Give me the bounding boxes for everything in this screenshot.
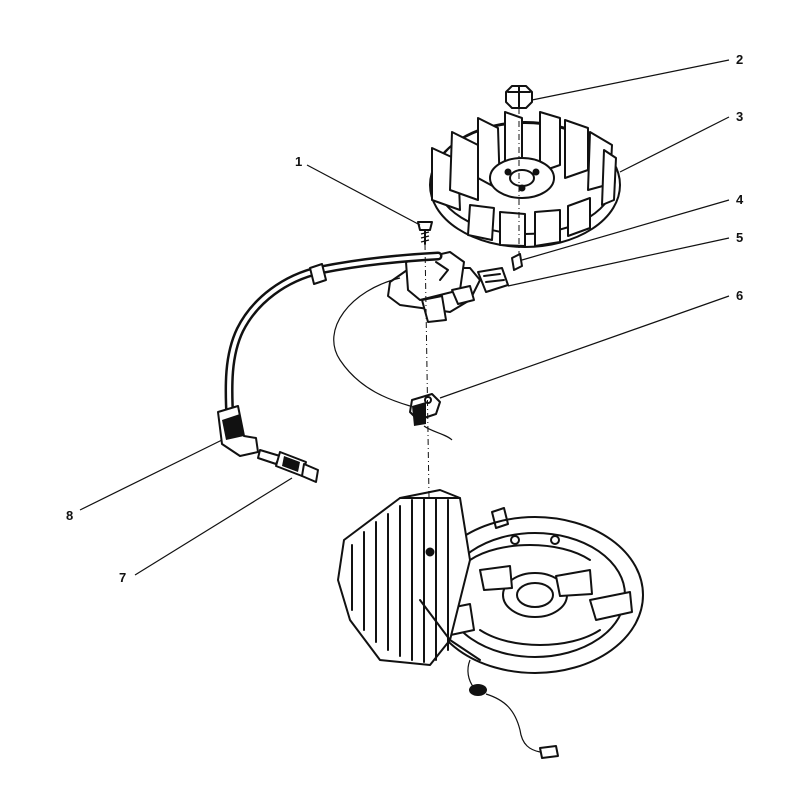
spark-plug-boot (217, 405, 259, 457)
callout-8: 8 (66, 508, 73, 523)
screw (417, 221, 433, 245)
leader-2 (531, 59, 730, 101)
callout-5: 5 (736, 230, 743, 245)
spark-plug-lead (224, 251, 443, 425)
leader-5 (507, 237, 730, 287)
callout-7: 7 (119, 570, 126, 585)
callout-3: 3 (736, 109, 743, 124)
leader-8 (79, 439, 223, 511)
callout-4: 4 (736, 192, 744, 207)
flywheel-nut (505, 85, 533, 109)
spark-plug (257, 449, 319, 483)
callout-6: 6 (736, 288, 743, 303)
leader-7 (134, 477, 293, 576)
leader-lines (79, 59, 730, 576)
ground-wire (333, 277, 453, 441)
flywheel (429, 111, 621, 248)
wire-clip (409, 393, 441, 426)
flywheel-key (511, 253, 523, 271)
leader-3 (619, 116, 730, 173)
callout-labels: 2 3 1 4 5 6 7 8 (66, 52, 744, 585)
leader-4 (521, 199, 730, 261)
leader-1 (306, 164, 421, 226)
ignition-module (387, 251, 509, 323)
engine-block (337, 489, 644, 674)
leader-6 (439, 295, 730, 399)
callout-1: 1 (295, 154, 302, 169)
callout-2: 2 (736, 52, 743, 67)
kill-wire (467, 659, 559, 759)
